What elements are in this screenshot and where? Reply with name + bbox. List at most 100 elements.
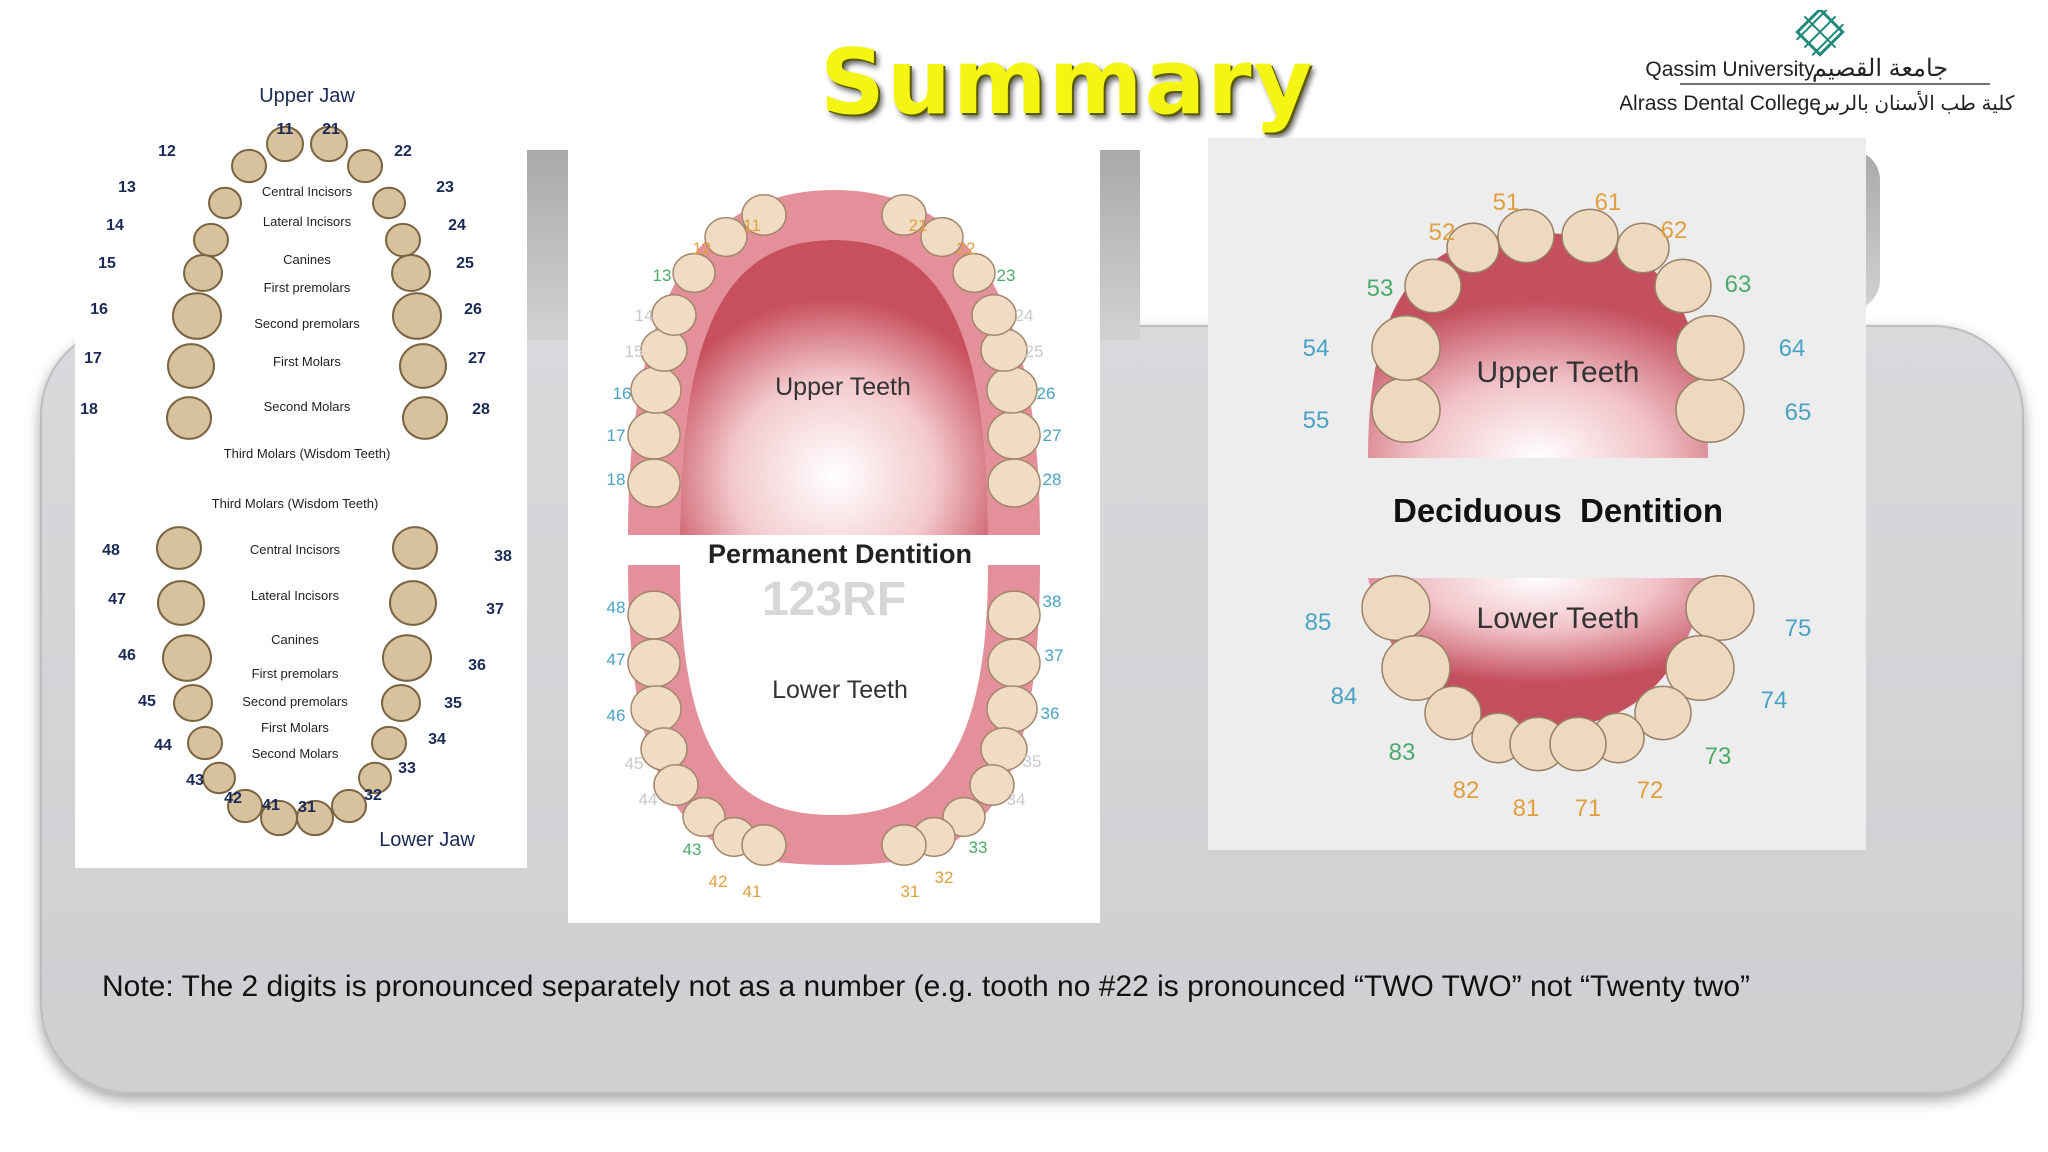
tooth-number: 43	[683, 840, 702, 859]
tooth-number: 45	[138, 693, 156, 710]
watermark-text: 123RF	[762, 573, 906, 626]
lower-tooth	[1361, 574, 1431, 642]
tooth-number: 36	[1041, 704, 1060, 723]
upper-tooth	[627, 458, 681, 508]
tooth-number: 11	[743, 216, 761, 235]
tooth-number: 85	[1305, 609, 1332, 636]
tooth-number: 42	[709, 872, 728, 891]
upper-tooth	[971, 294, 1017, 336]
tooth-type-label: Third Molars (Wisdom Teeth)	[212, 496, 379, 511]
lower-tooth	[187, 725, 223, 761]
tooth-number: 35	[444, 695, 462, 712]
tooth-type-label: Second Molars	[252, 746, 339, 761]
upper-tooth	[166, 396, 212, 440]
lower-tooth	[1381, 634, 1451, 702]
tooth-number: 74	[1761, 687, 1788, 714]
tooth-type-label: Canines	[283, 252, 331, 267]
tooth-number: 73	[1705, 743, 1732, 770]
tooth-number: 62	[1661, 217, 1688, 244]
tooth-type-label: Second premolars	[242, 694, 348, 709]
tooth-number: 24	[1015, 306, 1034, 325]
tooth-number: 37	[1045, 646, 1064, 665]
upper-tooth	[385, 222, 421, 258]
tooth-type-label: Lateral Incisors	[263, 214, 352, 229]
tooth-number: 27	[1043, 426, 1062, 445]
lower-teeth-label: Lower Teeth	[1477, 602, 1640, 635]
pronunciation-note: Note: The 2 digits is pronounced separat…	[102, 970, 1751, 1003]
upper-tooth	[881, 194, 927, 236]
tooth-type-label: Central Incisors	[262, 184, 353, 199]
tooth-number: 28	[1043, 470, 1062, 489]
tooth-number: 15	[625, 342, 644, 361]
tooth-type-label: First premolars	[264, 280, 351, 295]
upper-teeth-label: Upper Teeth	[775, 373, 911, 401]
upper-tooth	[402, 396, 448, 440]
tooth-number: 48	[607, 598, 626, 617]
lower-tooth	[1665, 634, 1735, 702]
tooth-number: 13	[118, 179, 136, 196]
lower-tooth	[1424, 685, 1482, 741]
tooth-number: 47	[108, 591, 126, 608]
tooth-number: 32	[364, 787, 382, 804]
lower-tooth	[1634, 685, 1692, 741]
tooth-number: 42	[224, 790, 242, 807]
upper-tooth	[987, 410, 1041, 460]
tooth-type-label: Third Molars (Wisdom Teeth)	[224, 446, 391, 461]
tooth-number: 46	[607, 706, 626, 725]
tooth-number: 41	[743, 882, 762, 901]
lower-teeth-label: Lower Teeth	[772, 676, 908, 704]
lower-tooth	[627, 638, 681, 688]
tooth-number: 51	[1493, 189, 1520, 216]
lower-tooth	[987, 638, 1041, 688]
lower-tooth	[881, 824, 927, 866]
tooth-type-label: Central Incisors	[250, 542, 341, 557]
lower-tooth	[942, 796, 986, 838]
tooth-number: 82	[1453, 777, 1480, 804]
tooth-number: 25	[456, 255, 474, 272]
tooth-number: 36	[468, 657, 486, 674]
tooth-type-label: First premolars	[252, 666, 339, 681]
tooth-type-label: Second Molars	[264, 399, 351, 414]
upper-tooth	[392, 292, 442, 340]
lower-tooth	[1549, 716, 1607, 772]
upper-tooth	[231, 148, 267, 184]
tooth-number: 17	[84, 350, 102, 367]
upper-tooth	[952, 252, 996, 294]
tooth-number: 34	[428, 731, 446, 748]
tooth-number: 21	[322, 121, 340, 138]
lower-tooth	[382, 634, 432, 682]
upper-tooth	[920, 216, 964, 258]
lower-tooth	[162, 634, 212, 682]
upper-tooth	[1371, 314, 1441, 382]
lower-tooth	[296, 799, 334, 837]
tooth-number: 14	[106, 217, 124, 234]
lower-tooth	[969, 764, 1015, 806]
upper-tooth	[172, 292, 222, 340]
lower-tooth	[630, 685, 682, 733]
upper-tooth	[193, 222, 229, 258]
tooth-number: 33	[969, 838, 988, 857]
tooth-number: 22	[957, 239, 976, 258]
tooth-type-label: Second premolars	[254, 316, 360, 331]
tooth-number: 43	[186, 772, 204, 789]
lower-tooth	[156, 526, 202, 570]
permanent-dentition-diagram: 123RF Upper Teeth Permanent Dentition Lo…	[568, 145, 1100, 923]
tooth-number: 31	[298, 799, 316, 816]
lower-tooth	[202, 761, 236, 795]
tooth-number: 81	[1513, 795, 1540, 822]
upper-tooth	[1675, 314, 1745, 382]
tooth-number: 44	[154, 737, 172, 754]
upper-tooth	[1497, 208, 1555, 264]
tooth-number: 12	[158, 143, 176, 160]
tooth-number: 83	[1389, 739, 1416, 766]
upper-tooth	[1616, 222, 1670, 274]
upper-tooth	[1371, 376, 1441, 444]
tooth-number: 18	[80, 401, 98, 418]
upper-tooth	[987, 458, 1041, 508]
tooth-number: 12	[693, 239, 712, 258]
tooth-number: 55	[1303, 407, 1330, 434]
lower-tooth	[741, 824, 787, 866]
upper-teeth-label: Upper Teeth	[1477, 356, 1640, 389]
upper-tooth	[1561, 208, 1619, 264]
tooth-number: 23	[997, 266, 1016, 285]
